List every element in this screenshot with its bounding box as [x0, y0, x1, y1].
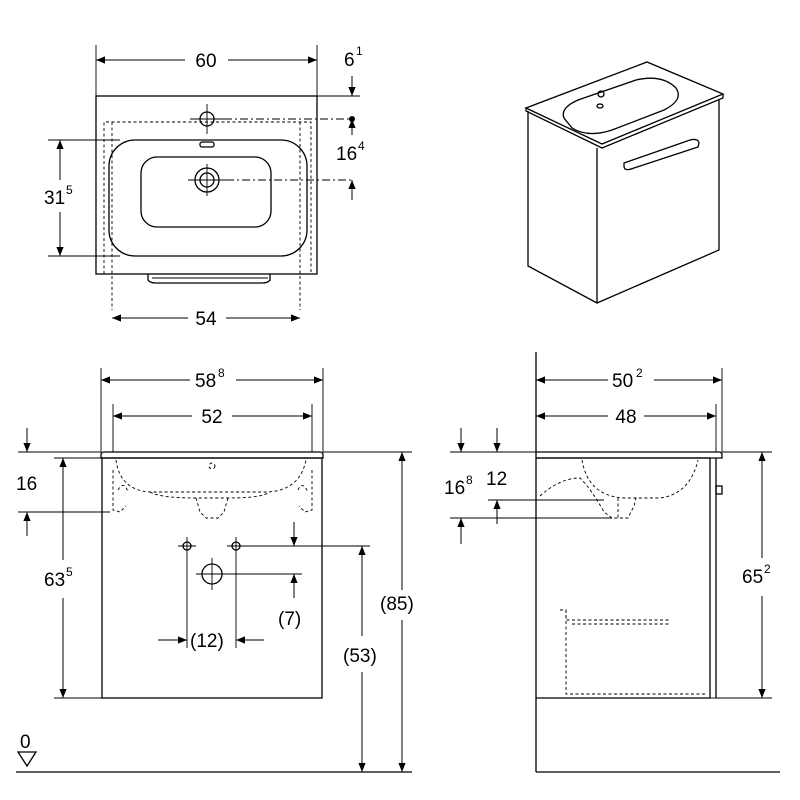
tap-offset-label-sup: 1: [356, 44, 363, 58]
handle: [147, 274, 271, 284]
bowl-outline: [108, 139, 308, 257]
basin-leg-hidden: [298, 470, 313, 513]
side-basin-depth-label-sup: 2: [636, 366, 643, 380]
hidden-detail: [297, 485, 309, 493]
basin-outline: [95, 95, 318, 275]
side-cabinet-height-label-sup: 2: [764, 562, 771, 576]
side-basin-height-label: 16: [444, 478, 465, 499]
drain-offset-label-sup: 4: [358, 139, 365, 153]
side-cabinet-height-label: 65: [742, 567, 763, 588]
cabinet-height-label: 63: [44, 570, 65, 591]
cabinet-width-label: 52: [201, 407, 222, 428]
basin-width-label: 58: [195, 371, 216, 392]
connection-offset-label: (7): [278, 609, 301, 630]
isometric-view: [524, 61, 725, 305]
side-trap-hidden: [539, 477, 637, 519]
total-height-label: (85): [380, 594, 414, 615]
waste-connection: [196, 558, 302, 590]
iso-tap-hole: [597, 90, 605, 98]
overflow: [199, 141, 215, 148]
iso-cabinet-front: [596, 100, 720, 304]
connection-height-label: (53): [343, 646, 377, 667]
depth-label: 31: [44, 188, 65, 209]
iso-drain: [596, 103, 604, 109]
floor-level-label: 0: [20, 732, 31, 753]
bowl-hidden: [115, 459, 307, 493]
side-drawer-hidden: [560, 609, 670, 621]
side-drawer-hidden: [565, 610, 706, 695]
tap-offset-label: 6: [344, 50, 355, 71]
iso-basin-top: [524, 61, 725, 145]
water-connection-left: [178, 537, 196, 648]
connection-spacing-label: (12): [190, 631, 224, 652]
iso-cabinet-side: [527, 111, 598, 305]
bowl-inner: [140, 156, 272, 228]
basin-slab: [100, 451, 324, 459]
drain-offset-label: 16: [336, 144, 357, 165]
width-inner-label: 54: [195, 309, 217, 330]
cabinet-hidden-outline: [103, 121, 312, 274]
basin-height-label: 16: [16, 474, 37, 495]
side-view: 50 2 48 16 8 12: [444, 352, 780, 773]
side-bowl-hidden: [581, 459, 699, 499]
side-handle: [715, 485, 723, 495]
side-basin-depth-label: 50: [612, 371, 633, 392]
iso-bowl: [562, 77, 679, 135]
side-basin-slab: [536, 451, 723, 459]
cabinet-height-label-sup: 5: [66, 565, 73, 579]
top-view: 60 31 5 6: [44, 44, 365, 330]
iso-handle: [623, 138, 700, 171]
basin-leg-hidden: [112, 470, 127, 513]
side-basin-height-label-sup: 8: [466, 473, 473, 487]
overflow-depth-label: 12: [486, 469, 507, 490]
overflow-hidden: [208, 462, 216, 470]
depth-label-sup: 5: [66, 183, 73, 197]
hidden-detail: [117, 485, 129, 493]
water-connection-right: [227, 537, 370, 648]
width-total-label: 60: [195, 51, 216, 72]
trap-hidden: [195, 497, 229, 519]
iso-basin-edge: [525, 94, 724, 149]
basin-width-label-sup: 8: [218, 366, 225, 380]
side-cabinet-body: [536, 457, 711, 699]
side-cabinet-depth-label: 48: [615, 407, 636, 428]
floor-level-symbol: [16, 751, 38, 768]
bowl-hidden: [149, 491, 271, 499]
front-view: 58 8 52 16 63 5: [16, 366, 414, 773]
cabinet-body: [101, 457, 323, 699]
